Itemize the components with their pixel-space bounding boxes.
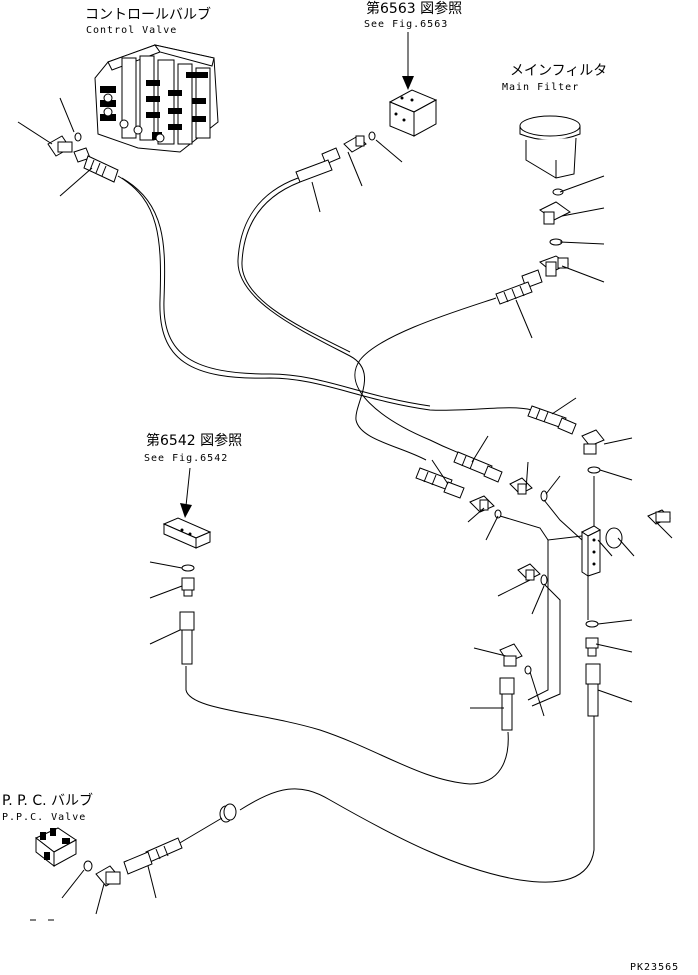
hose-to-ppc [177, 817, 223, 845]
o-ring-lower-right [585, 620, 599, 628]
main-filter-label-en: Main Filter [502, 82, 579, 93]
ppc-hose-end [123, 837, 183, 875]
fig6563-arrow [402, 32, 414, 90]
ppc-valve-label-jp: P. P. C. バルブ [2, 792, 93, 809]
fig6542-label-jp: 第6542 図参照 [146, 432, 242, 449]
control-valve-label-jp: コントロールバルブ [85, 6, 211, 23]
elbow-lower-middle [499, 643, 523, 667]
hose-fig6563-line [237, 177, 427, 461]
hose-main-filter-line [354, 297, 497, 457]
main-filter [519, 115, 581, 179]
fig6563-connector [343, 135, 367, 153]
connector-center [509, 477, 533, 495]
leader-lines [17, 97, 673, 915]
manifold-block [581, 525, 601, 577]
o-ring-center-left [494, 509, 502, 519]
ppc-valve-label-en: P.P.C. Valve [2, 812, 86, 823]
fig6563-label-en: See Fig.6563 [364, 19, 448, 30]
fig6563-label-jp: 第6563 図参照 [366, 0, 462, 17]
o-ring-lower-middle [524, 665, 532, 675]
fig6563-block [388, 89, 438, 137]
line-manifold-left [499, 515, 583, 541]
fig6563-o-ring [368, 131, 376, 141]
hose-end-center [453, 451, 503, 483]
main-filter-hose-end [495, 269, 543, 305]
main-filter-connector-1 [539, 201, 571, 225]
control-valve [94, 44, 219, 153]
control-valve-o-ring [74, 132, 82, 142]
ppc-o-ring [83, 860, 93, 872]
hose-end-lower-middle [499, 677, 515, 731]
hose-end-upper-right [527, 405, 577, 435]
hose-lower-right-line [239, 716, 595, 883]
control-valve-label-en: Control Valve [86, 25, 177, 36]
line-manifold-left-2 [543, 499, 583, 541]
control-valve-elbow [47, 135, 73, 157]
main-filter-o-ring-1 [552, 188, 564, 196]
manifold-plug-washer [605, 527, 623, 549]
connector-lower-right [585, 637, 599, 657]
hose-control-valve-line-2 [121, 177, 431, 407]
elbow-upper-right [581, 429, 605, 455]
hose-end-lower-right [585, 663, 601, 717]
control-valve-hose-end [73, 147, 119, 183]
fig6542-arrow [180, 467, 192, 518]
fig6542-o-ring [181, 564, 195, 572]
ppc-elbow [95, 865, 121, 887]
o-ring-lower-center [540, 574, 548, 586]
fig6542-label-en: See Fig.6542 [144, 453, 228, 464]
hose-right-vert-1 [527, 540, 549, 701]
ppc-valve [35, 827, 77, 868]
fig6542-connector [181, 577, 195, 597]
main-filter-label-jp: メインフィルタ [510, 63, 607, 79]
drawing-code: PK23565 [630, 962, 679, 973]
hose-right-vert-2 [531, 583, 561, 707]
hose-fig6563-line-2 [241, 181, 351, 353]
hose-fig6542-line [185, 666, 509, 785]
hose-grommet [219, 803, 237, 823]
connector-lower-center [517, 563, 541, 581]
fig6563-hose-end [295, 147, 341, 183]
o-ring-upper-right [587, 466, 601, 474]
hose-end-center-left [415, 467, 465, 499]
fig6542-hose-end [179, 611, 195, 665]
manifold-plug [647, 509, 671, 525]
fig6542-block [162, 517, 212, 549]
hose-control-valve-line [117, 175, 533, 411]
main-filter-tee [539, 255, 569, 277]
o-ring-center [540, 490, 548, 502]
connector-center-left [469, 495, 495, 513]
